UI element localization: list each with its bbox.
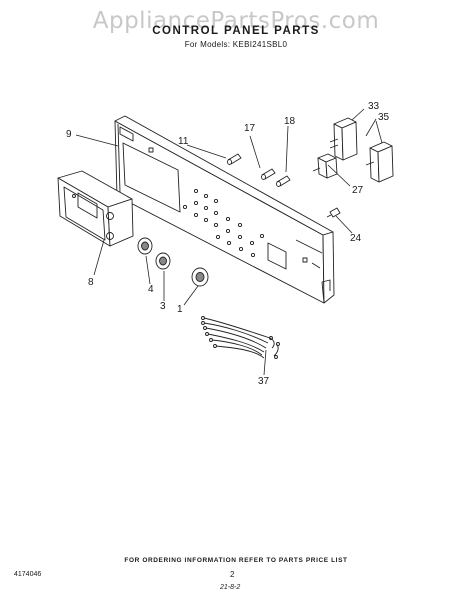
switch-part-33 (329, 117, 358, 161)
ordering-note: FOR ORDERING INFORMATION REFER TO PARTS … (124, 557, 348, 564)
knob-part-3 (155, 252, 171, 270)
callout-24: 24 (350, 233, 362, 244)
pin-part-17 (261, 168, 276, 180)
callout-18: 18 (284, 116, 296, 127)
pin-part-11 (227, 153, 242, 165)
model-subtitle: For Models: KEBI241SBL0 (184, 40, 288, 49)
document-part-number: 4174046 (14, 571, 42, 578)
knob-part-4 (137, 237, 153, 255)
callout-3: 3 (160, 301, 166, 312)
pin-part-18 (276, 175, 291, 187)
leader-lines (75, 108, 383, 376)
wire-harness-part-37 (201, 316, 280, 359)
switch-part-27 (312, 153, 338, 179)
callout-17: 17 (244, 123, 256, 134)
watermark: AppliancePartsPros.com (92, 8, 380, 34)
callout-4: 4 (148, 284, 154, 295)
switch-part-35 (365, 141, 394, 183)
clock-faceplate (57, 170, 134, 247)
callout-11: 11 (178, 136, 189, 147)
knob-part-1 (191, 267, 209, 287)
callout-9: 9 (66, 129, 72, 140)
control-panel-body (114, 115, 335, 304)
page-title: CONTROL PANEL PARTS (152, 25, 320, 37)
bulb-part-24 (326, 207, 341, 218)
callout-37: 37 (258, 376, 270, 387)
page-number: 2 (230, 570, 235, 579)
callout-35: 35 (378, 112, 390, 123)
callout-8: 8 (88, 277, 94, 288)
callout-33: 33 (368, 101, 380, 112)
callout-27: 27 (352, 185, 364, 196)
date-code: 21-8-2 (220, 584, 241, 591)
callout-1: 1 (177, 304, 183, 315)
